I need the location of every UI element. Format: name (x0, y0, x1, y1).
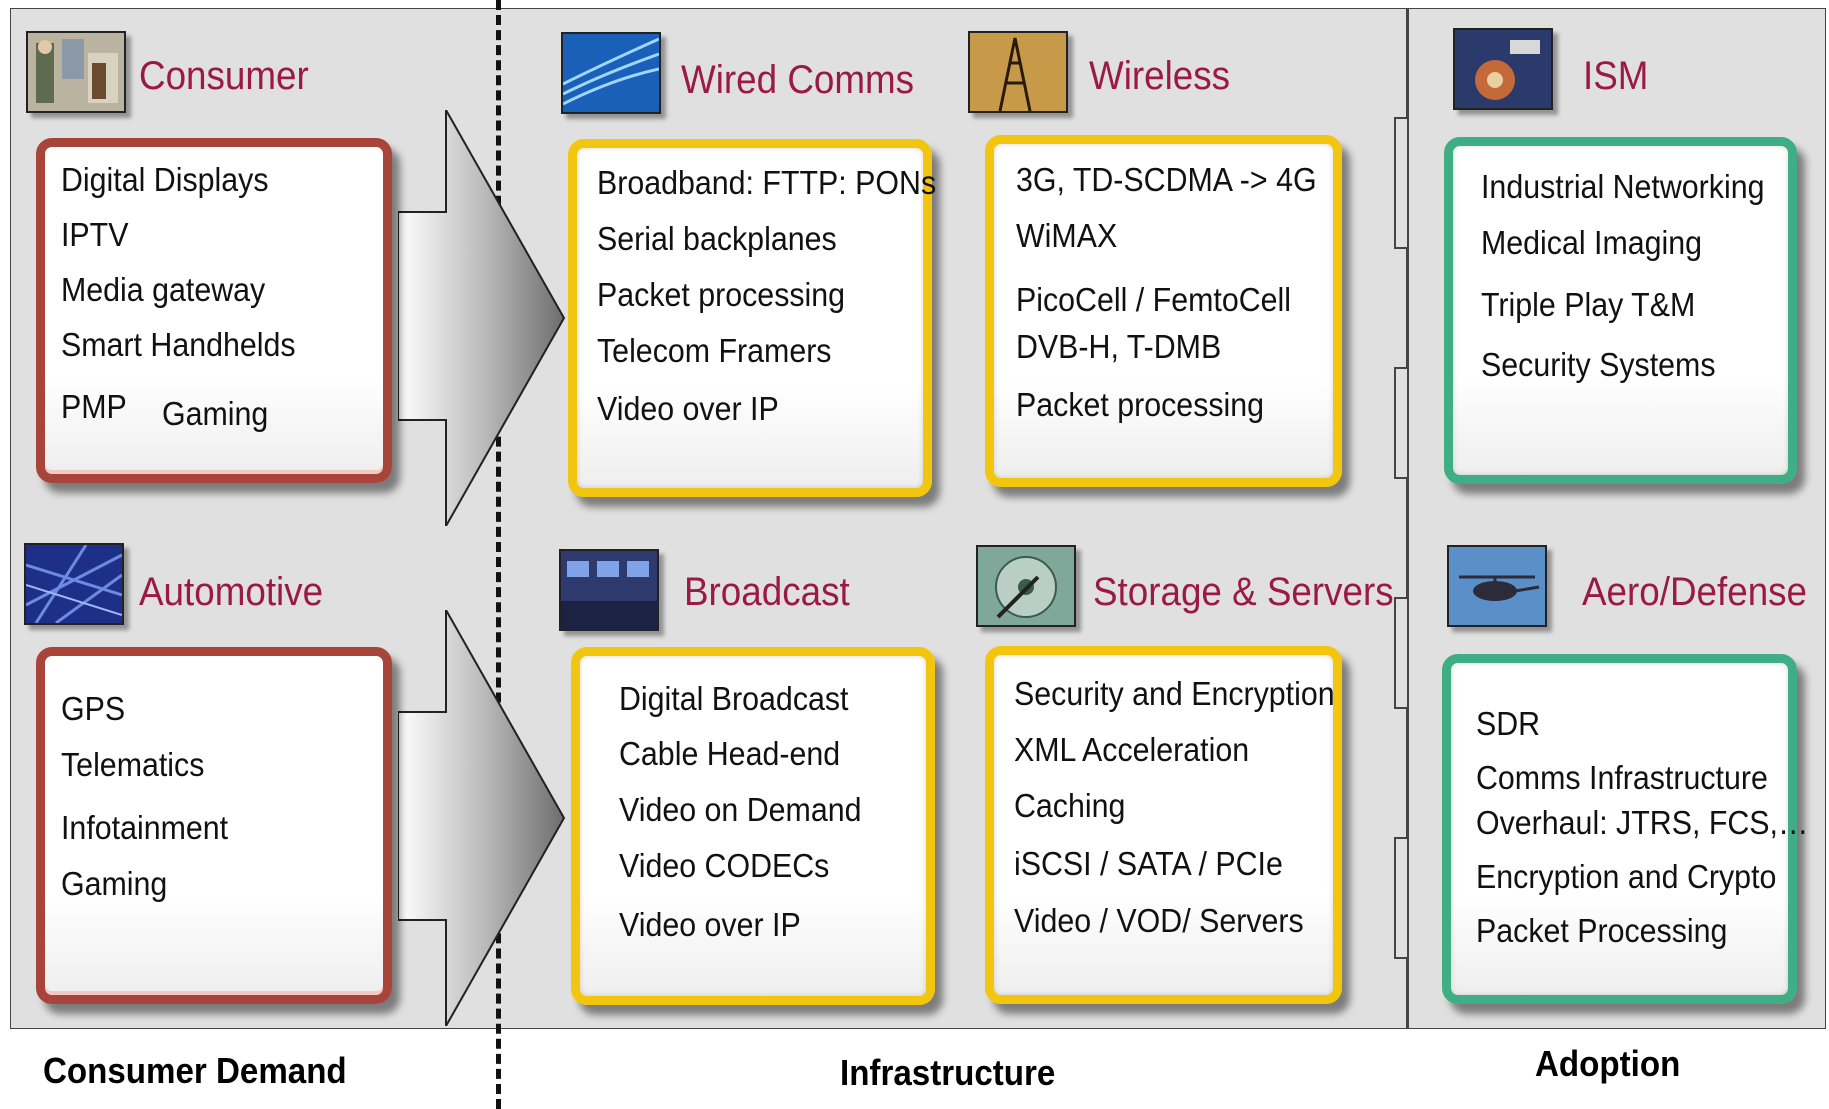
list-item: Gaming (162, 395, 269, 432)
list-item: WiMAX (1016, 217, 1118, 254)
list-item: SDR (1476, 705, 1541, 742)
list-item: Caching (1014, 787, 1126, 824)
section-title-automotive: Automotive (139, 570, 324, 614)
list-item: Telematics (61, 746, 205, 783)
list-item: iSCSI / SATA / PCIe (1014, 845, 1283, 882)
section-title-storage: Storage & Servers (1093, 570, 1394, 614)
industrial-machine-icon (1453, 28, 1553, 110)
list-item: Video over IP (597, 390, 779, 427)
list-item: Triple Play T&M (1481, 286, 1696, 323)
list-item: Security Systems (1481, 346, 1716, 383)
list-item: Packet processing (1016, 386, 1265, 423)
city-map-icon (24, 543, 124, 625)
list-item: Infotainment (61, 809, 229, 846)
list-item: Medical Imaging (1481, 224, 1703, 261)
footer-adoption: Adoption (1535, 1043, 1681, 1084)
radio-tower-icon (968, 31, 1068, 113)
list-item: Digital Displays (61, 161, 269, 198)
footer-consumer-demand: Consumer Demand (43, 1050, 347, 1091)
list-item: Packet Processing (1476, 912, 1728, 949)
list-item: Serial backplanes (597, 220, 837, 257)
list-item: Media gateway (61, 271, 266, 308)
card-consumer (36, 138, 392, 483)
list-item: Packet processing (597, 276, 846, 313)
fiber-optic-icon (561, 32, 661, 114)
card-ism (1444, 137, 1797, 484)
list-item: Overhaul: JTRS, FCS,… (1476, 804, 1809, 841)
list-item: IPTV (61, 216, 129, 253)
list-item: Broadband: FTTP: PONs (597, 164, 937, 201)
list-item: 3G, TD-SCDMA -> 4G (1016, 161, 1317, 198)
list-item: Telecom Framers (597, 332, 832, 369)
list-item: Smart Handhelds (61, 326, 296, 363)
card-automotive (36, 647, 392, 1004)
list-item: Encryption and Crypto (1476, 858, 1777, 895)
list-item: DVB-H, T-DMB (1016, 328, 1222, 365)
section-title-ism: ISM (1583, 54, 1649, 98)
list-item: Video / VOD/ Servers (1014, 902, 1304, 939)
card-broadcast (571, 647, 935, 1005)
list-item: Security and Encryption (1014, 675, 1335, 712)
section-title-wireless: Wireless (1089, 54, 1231, 98)
people-photo-icon (26, 31, 126, 113)
hard-disk-icon (976, 545, 1076, 627)
divider-bracket (1394, 8, 1408, 1029)
demand-infrastructure-divider (496, 0, 501, 1109)
control-room-icon (559, 549, 659, 631)
section-title-aero: Aero/Defense (1582, 570, 1808, 614)
section-title-broadcast: Broadcast (684, 570, 850, 614)
card-aero (1442, 654, 1797, 1004)
section-title-consumer: Consumer (139, 54, 309, 98)
list-item: PicoCell / FemtoCell (1016, 281, 1292, 318)
list-item: Video over IP (619, 906, 801, 943)
list-item: Cable Head-end (619, 735, 841, 772)
list-item: PMP (61, 388, 127, 425)
card-storage (985, 646, 1342, 1004)
top-flow-arrow (398, 110, 566, 526)
list-item: GPS (61, 690, 126, 727)
list-item: Video CODECs (619, 847, 830, 884)
list-item: Gaming (61, 865, 168, 902)
list-item: Video on Demand (619, 791, 862, 828)
list-item: XML Acceleration (1014, 731, 1250, 768)
list-item: Comms Infrastructure (1476, 759, 1768, 796)
list-item: Industrial Networking (1481, 168, 1765, 205)
card-wireless (985, 135, 1342, 487)
list-item: Digital Broadcast (619, 680, 849, 717)
card-wired (568, 139, 932, 497)
footer-infrastructure: Infrastructure (840, 1052, 1056, 1093)
helicopter-icon (1447, 545, 1547, 627)
bottom-flow-arrow (398, 610, 566, 1026)
section-title-wired: Wired Comms (681, 58, 915, 102)
